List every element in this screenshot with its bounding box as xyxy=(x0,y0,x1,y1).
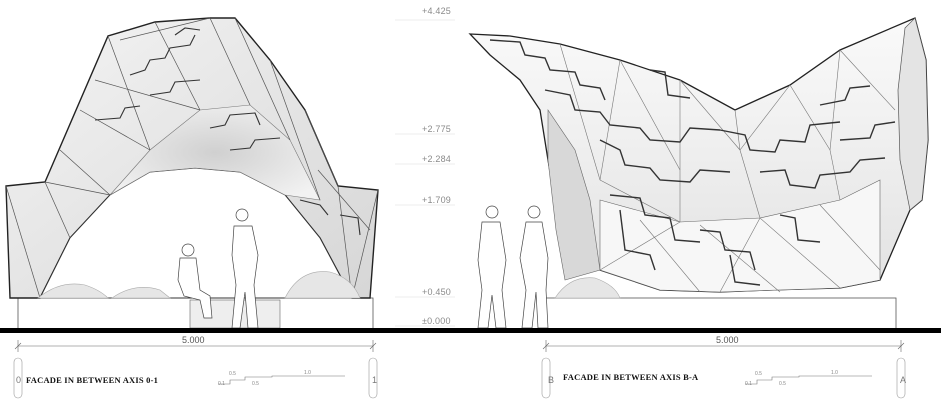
left-facet-lines xyxy=(5,17,379,299)
right-axis-label-end: A xyxy=(900,375,907,385)
right-ground-mounds xyxy=(554,277,621,299)
left-scale-label-a: 0.5 xyxy=(229,371,236,377)
right-axis-label-start: B xyxy=(548,375,555,385)
right-scale-label-a: 0.5 xyxy=(755,371,762,377)
right-dimension-value: 5.000 xyxy=(716,335,739,345)
right-shell-edge-strip xyxy=(897,17,929,211)
level-label-1709: +1.709 xyxy=(422,195,451,205)
left-scale-label-c: 1.0 xyxy=(304,370,311,376)
level-guides xyxy=(395,19,455,327)
left-human-figures xyxy=(177,208,259,329)
level-label-0450: +0.450 xyxy=(422,287,451,297)
right-scale-label-d: 0.1 xyxy=(745,381,752,387)
level-label-0000: ±0.000 xyxy=(422,316,451,326)
left-axis-label-start: 0 xyxy=(16,375,22,385)
right-elevation xyxy=(468,17,929,330)
left-scale-label-d: 0.1 xyxy=(218,381,225,387)
left-elevation xyxy=(5,17,379,330)
left-drawing-title: FACADE IN BETWEEN AXIS 0-1 xyxy=(26,375,159,385)
right-triangulation xyxy=(559,43,896,293)
right-scale-bar xyxy=(745,375,872,385)
right-shell-lower-band xyxy=(599,179,881,293)
level-label-2284: +2.284 xyxy=(422,154,451,164)
left-axis-label-end: 1 xyxy=(372,375,378,385)
left-dimension-line xyxy=(14,340,377,352)
right-circuit-pattern xyxy=(489,39,896,286)
level-label-2775: +2.775 xyxy=(422,124,451,134)
right-dimension-line xyxy=(542,340,905,352)
axis-markers xyxy=(13,357,906,399)
right-plinth xyxy=(545,297,897,330)
left-scale-label-b: 0.5 xyxy=(252,381,259,387)
right-shell-left-leg xyxy=(547,109,601,281)
right-human-figures xyxy=(477,205,549,329)
left-dimension-value: 5.000 xyxy=(182,335,205,345)
right-drawing-title: FACADE IN BETWEEN AXIS B-A xyxy=(563,372,699,382)
left-scale-bar xyxy=(218,375,345,385)
right-scale-label-b: 0.5 xyxy=(779,381,786,387)
left-circuit-pattern xyxy=(94,27,361,236)
right-scale-label-c: 1.0 xyxy=(831,370,838,376)
left-ground-mounds xyxy=(37,271,361,299)
ground-line xyxy=(0,328,941,333)
level-label-4425: +4.425 xyxy=(422,6,451,16)
